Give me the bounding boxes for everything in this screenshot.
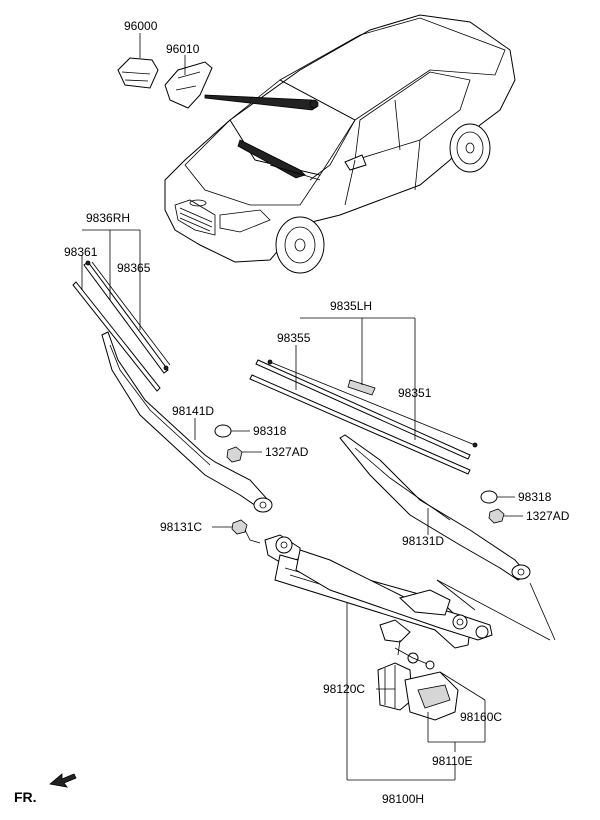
rh-wiper-blade	[72, 229, 171, 392]
label-98100h: 98100H	[382, 792, 424, 806]
lh-wiper-arm	[339, 434, 531, 581]
label-98318-left: 98318	[253, 424, 287, 438]
rh-wiper-arm	[101, 331, 273, 513]
label-98351: 98351	[398, 386, 432, 400]
lh-wiper-blade	[249, 317, 478, 475]
rain-sensor-parts	[117, 33, 213, 109]
label-1327ad-left: 1327AD	[265, 445, 309, 459]
label-98131d: 98131D	[402, 534, 444, 548]
car-illustration	[164, 14, 516, 274]
label-9836rh: 9836RH	[86, 211, 130, 225]
wiper-linkage	[264, 534, 556, 649]
label-98355: 98355	[277, 331, 311, 345]
label-98361: 98361	[64, 245, 98, 259]
label-9835lh: 9835LH	[330, 299, 372, 313]
label-1327ad-right: 1327AD	[526, 509, 570, 523]
label-98141d: 98141D	[172, 404, 214, 418]
label-98131c: 98131C	[160, 520, 202, 534]
leader-lines	[346, 603, 486, 781]
label-98110e: 98110E	[432, 754, 472, 768]
label-98160c: 98160C	[460, 710, 502, 724]
label-fr: FR.	[14, 789, 37, 805]
label-98120c: 98120C	[323, 682, 365, 696]
wiper-motor	[377, 639, 459, 721]
label-98318-right: 98318	[518, 490, 552, 504]
label-96000: 96000	[124, 19, 158, 33]
part-labels: 96000 96010 9836RH 98361 98365 9835LH 98…	[14, 19, 570, 806]
label-98365: 98365	[117, 261, 151, 275]
front-direction-arrow	[49, 773, 77, 788]
caps-and-nuts	[194, 418, 523, 544]
label-96010: 96010	[166, 42, 200, 56]
